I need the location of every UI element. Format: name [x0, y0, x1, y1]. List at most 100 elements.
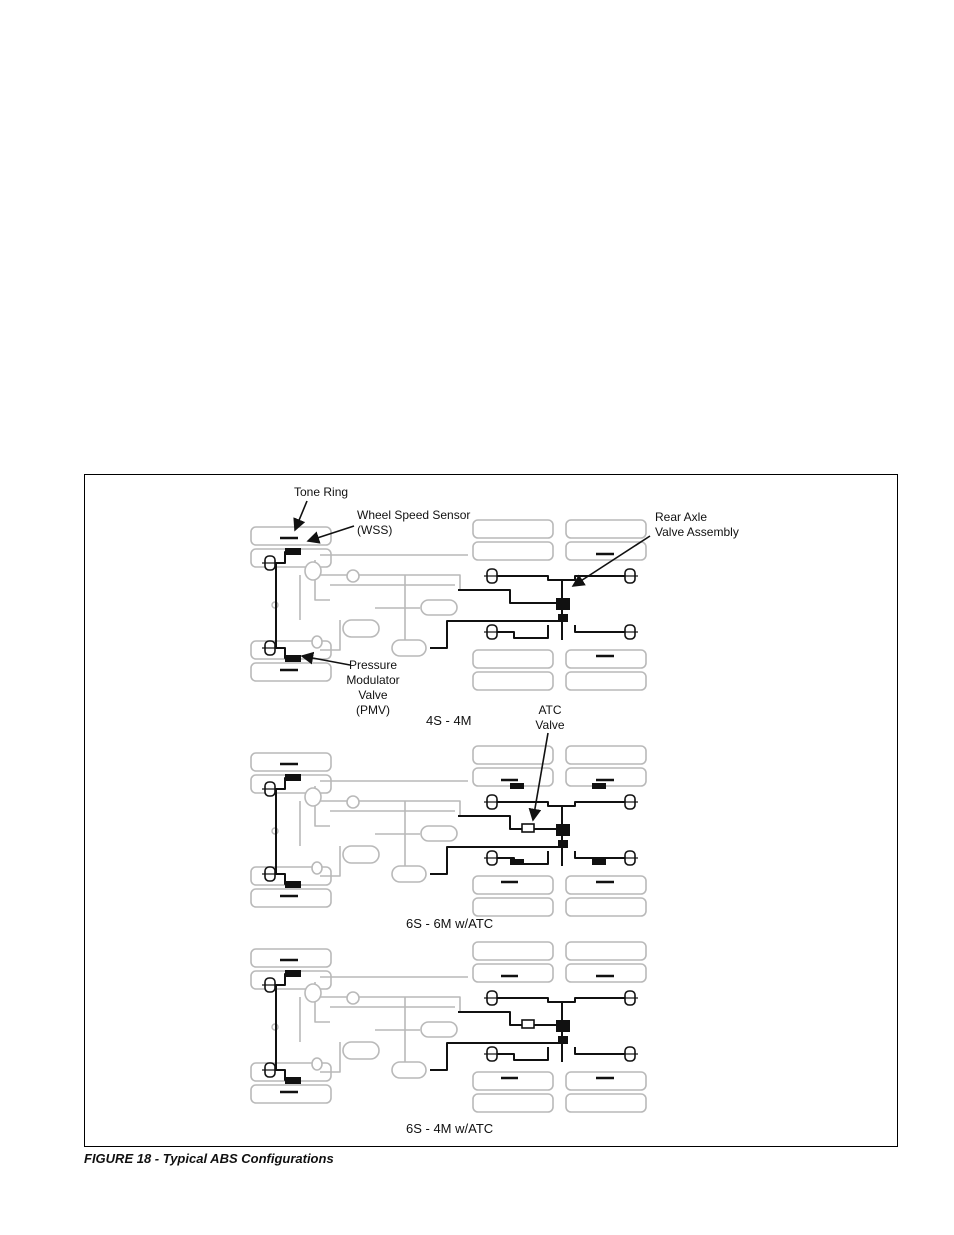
callout-tone-ring: Tone Ring	[294, 485, 349, 499]
air-dryer	[304, 787, 322, 807]
air-tank-secondary	[342, 1041, 380, 1060]
supply-line	[320, 996, 461, 1012]
supply-line	[320, 800, 461, 816]
figure-frame	[84, 474, 898, 1147]
quick-release-valve	[311, 861, 323, 875]
air-tank-primary	[420, 599, 458, 616]
front-left-tire	[250, 526, 332, 568]
quick-release-valve	[311, 1057, 323, 1071]
rear-tire-2	[565, 941, 647, 983]
front-right-pmv	[285, 1077, 301, 1084]
rear-wss-rear-2	[592, 859, 606, 865]
callout-pmv: Pressure Modulator Valve (PMV)	[346, 658, 400, 717]
rear-axle-line-1	[496, 575, 628, 581]
rear-axle-valve-assembly	[556, 1020, 570, 1032]
rear-tire-2	[565, 519, 647, 561]
rear-control-line	[458, 589, 560, 604]
rear-axle-line-3	[574, 1047, 628, 1055]
rear-tire-3	[472, 649, 554, 691]
rear-wss-front-1	[510, 783, 524, 789]
relay-valve	[346, 569, 360, 583]
pmv-arrow	[300, 651, 351, 666]
rear-brake-chamber-3	[622, 568, 638, 584]
atc-valve	[521, 1019, 535, 1029]
air-dryer	[304, 561, 322, 581]
abs-configuration-2	[250, 745, 647, 917]
rear-brake-chamber-3	[622, 990, 638, 1006]
rear-axle-valve-assembly	[556, 824, 570, 836]
supply-line	[320, 846, 341, 877]
front-left-pmv	[285, 970, 301, 977]
relay-valve	[346, 991, 360, 1005]
rear-axle-line-1	[496, 997, 628, 1003]
front-right-brake-chamber	[262, 640, 278, 656]
air-tank-secondary	[342, 619, 380, 638]
rear-supply-line	[430, 1042, 560, 1071]
rear-tire-3	[472, 1071, 554, 1113]
rear-brake-chamber-1	[484, 568, 500, 584]
air-tank-secondary	[342, 845, 380, 864]
config-label-2: 6S - 6M w/ATC	[406, 916, 494, 931]
supply-line	[320, 1042, 341, 1073]
rear-brake-chamber-2	[484, 1046, 500, 1062]
rear-axle-line-2	[496, 1047, 549, 1061]
abs-configuration-3	[250, 941, 647, 1113]
tone-ring-arrow	[293, 500, 308, 532]
front-right-pmv	[285, 655, 301, 662]
rear-brake-chamber-1	[484, 794, 500, 810]
front-left-brake-chamber	[262, 781, 278, 797]
atc-arrow	[528, 732, 549, 822]
rear-tire-1	[472, 745, 554, 787]
front-left-brake-chamber	[262, 555, 278, 571]
rear-brake-chamber-2	[484, 624, 500, 640]
rear-control-line	[458, 1011, 560, 1026]
supply-line	[320, 620, 341, 651]
rear-brake-chamber-4	[622, 624, 638, 640]
rear-tire-1	[472, 519, 554, 561]
rear-supply-line	[430, 846, 560, 875]
front-left-brake-chamber	[262, 977, 278, 993]
rear-supply-line	[430, 620, 560, 649]
front-right-brake-chamber	[262, 1062, 278, 1078]
atc-valve	[521, 823, 535, 833]
front-left-tire	[250, 752, 332, 794]
callout-rear-axle-valve: Rear Axle Valve Assembly	[655, 510, 739, 539]
air-tank-wet	[391, 865, 427, 883]
air-dryer	[304, 983, 322, 1003]
figure-caption: FIGURE 18 - Typical ABS Configurations	[84, 1151, 334, 1166]
rear-wss-front-2	[592, 783, 606, 789]
rear-axle-valve-lower	[558, 614, 568, 622]
rear-control-line	[458, 815, 560, 830]
front-left-tire	[250, 948, 332, 990]
abs-configuration-1	[250, 519, 647, 691]
rear-brake-chamber-4	[622, 1046, 638, 1062]
air-tank-wet	[391, 639, 427, 657]
front-left-pmv	[285, 548, 301, 555]
callout-wheel-speed-sensor: Wheel Speed Sensor (WSS)	[357, 508, 471, 537]
rear-axle-arrow	[571, 535, 651, 587]
rear-tire-3	[472, 875, 554, 917]
rear-brake-chamber-3	[622, 794, 638, 810]
air-tank-primary	[420, 825, 458, 842]
supply-line	[320, 574, 461, 590]
rear-tire-1	[472, 941, 554, 983]
rear-axle-line-1	[496, 801, 628, 807]
rear-axle-valve-lower	[558, 840, 568, 848]
rear-axle-valve-lower	[558, 1036, 568, 1044]
rear-axle-line-3	[574, 625, 628, 633]
callout-atc-valve: ATC Valve	[535, 703, 565, 732]
quick-release-valve	[311, 635, 323, 649]
air-tank-wet	[391, 1061, 427, 1079]
config-label-3: 6S - 4M w/ATC	[406, 1121, 494, 1136]
rear-brake-chamber-2	[484, 850, 500, 866]
config-label-1: 4S - 4M	[426, 713, 472, 728]
front-left-pmv	[285, 774, 301, 781]
rear-axle-line-3	[574, 851, 628, 859]
rear-axle-line-2	[496, 625, 549, 639]
relay-valve	[346, 795, 360, 809]
rear-wss-rear-1	[510, 859, 524, 865]
rear-tire-4	[565, 1071, 647, 1113]
front-right-pmv	[285, 881, 301, 888]
rear-tire-4	[565, 875, 647, 917]
